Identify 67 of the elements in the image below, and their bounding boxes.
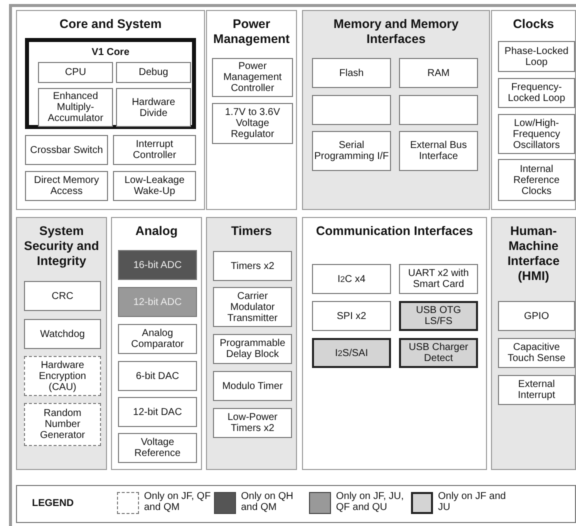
module-block: Low/High-Frequency Oscillators [498,114,575,154]
section-panel [491,217,576,470]
module-block: 1.7V to 3.6V Voltage Regulator [212,103,293,144]
module-block: Modulo Timer [213,371,292,401]
section-panel [16,10,205,210]
module-block: Phase-Locked Loop [498,41,575,72]
module-block: CRC [24,281,101,311]
legend-text: Only on JF, JU, QF and QU [336,491,404,513]
module-block: 12-bit DAC [118,397,197,427]
section-title: Timers [230,224,273,239]
section-title: System Security and Integrity [22,224,100,269]
module-block: RAM [399,58,478,88]
section-title: Analog [134,224,179,239]
section-title: V1 Core [90,46,130,60]
module-block: Hardware Divide [116,88,191,127]
module-block: Random Number Generator [24,403,101,446]
module-block: External Bus Interface [399,131,478,171]
module-block: Carrier Modulator Transmitter [213,287,292,327]
module-block: Voltage Reference [118,433,197,463]
module-block: UART x2 with Smart Card [399,264,478,294]
module-block: Internal Reference Clocks [498,159,575,201]
module-block: Flash [312,58,391,88]
module-block: Enhanced Multiply-Accumulator [38,88,113,127]
section-panel [491,10,576,210]
module-block: Low-Power Timers x2 [213,408,292,438]
module-block: Watchdog [24,319,101,349]
module-block [399,95,478,125]
legend-text: Only on QH and QM [241,491,294,513]
module-block: Timers x2 [213,251,292,281]
module-block: USB OTG LS/FS [399,301,478,331]
module-block: CPU [38,62,113,83]
module-block: Analog Comparator [118,324,197,354]
module-block: Serial Programming I/F [312,131,391,171]
section-title: Core and System [58,17,163,32]
section-panel [111,217,202,470]
section-panel [302,10,490,210]
module-block: Programmable Delay Block [213,334,292,364]
section-title: Clocks [512,17,555,32]
module-block: Low-Leakage Wake-Up [113,171,196,201]
module-block: SPI x2 [312,301,391,331]
legend-text: Only on JF, QF and QM [144,491,212,513]
module-block: Debug [116,62,191,83]
module-block: Capacitive Touch Sense [498,338,575,368]
module-block: Direct Memory Access [25,171,108,201]
section-panel [302,217,487,470]
module-block: Power Management Controller [212,58,293,97]
module-block: Frequency-Locked Loop [498,78,575,108]
module-block: 6-bit DAC [118,361,197,391]
section-title: Power Management [212,17,291,47]
module-block: Interrupt Controller [113,135,196,165]
section-title: Memory and Memory Interfaces [332,17,460,47]
module-block: External Interrupt [498,375,575,405]
module-block: Hardware Encryption (CAU) [24,356,101,396]
module-block: 12-bit ADC [118,287,197,317]
legend-text: Only on JF and JU [438,491,506,513]
core-block [25,38,196,129]
section-title: Human-Machine Interface (HMI) [506,224,561,284]
section-panel [206,10,297,210]
module-block: GPIO [498,301,575,331]
module-block [312,95,391,125]
section-panel [16,217,107,470]
module-block: Crossbar Switch [25,135,108,165]
section-panel [206,217,297,470]
section-title: Communication Interfaces [315,224,474,239]
legend-title: LEGEND [32,498,74,509]
module-block: USB Charger Detect [399,338,478,368]
module-block: 16-bit ADC [118,250,197,280]
